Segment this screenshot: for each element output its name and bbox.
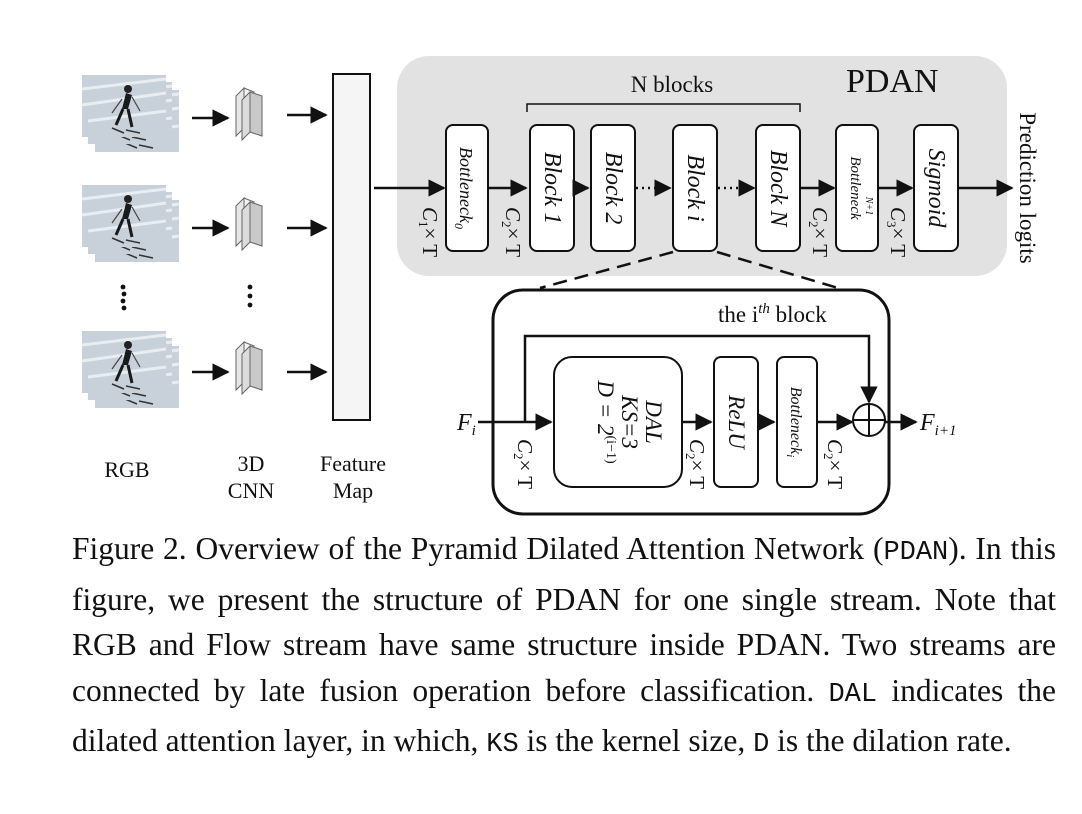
svg-text:Block 2: Block 2 xyxy=(600,152,626,225)
n-blocks-bracket xyxy=(526,103,801,112)
sum-node-icon xyxy=(852,403,886,437)
cnn-to-feature-arrows xyxy=(287,106,328,381)
svg-text:C2× T: C2× T xyxy=(806,207,832,257)
vertical-ellipsis-cnn xyxy=(247,284,253,308)
frame-to-cnn-arrows xyxy=(192,109,230,381)
svg-text:C2× T: C2× T xyxy=(499,207,525,257)
sigmoid-block: Sigmoid xyxy=(913,124,959,252)
skip-connection xyxy=(523,334,878,422)
svg-text:Bottleneck0: Bottleneck0 xyxy=(452,147,476,229)
svg-text:Sigmoid: Sigmoid xyxy=(923,149,949,229)
dim-c2-label: C2× T xyxy=(499,207,525,257)
rgb-frame-stack-2 xyxy=(80,183,181,264)
dal-layer: DAL KS=3 D = 2(i−1) xyxy=(553,356,683,488)
cnn-cube-icon xyxy=(235,341,263,395)
block-i: Block i xyxy=(672,124,718,252)
dim-c1-label: C1× T xyxy=(416,207,442,257)
cnn-label-line1: 3D xyxy=(238,451,265,476)
svg-text:C2× T: C2× T xyxy=(683,439,709,489)
svg-text:C1× T: C1× T xyxy=(416,207,442,257)
svg-text:Bottleneck: Bottleneck xyxy=(847,156,863,220)
rgb-frame-stack-3 xyxy=(80,329,181,410)
input-fi-label: Fi xyxy=(456,410,476,439)
zoom-dashed-lines xyxy=(539,250,839,290)
rgb-frame-stack-1 xyxy=(80,73,181,154)
prediction-logits-label: Prediction logits xyxy=(1015,112,1040,263)
svg-text:Block N: Block N xyxy=(765,150,791,229)
bottleneck-0-block: Bottleneck0 xyxy=(445,124,489,252)
n-blocks-label: N blocks xyxy=(631,72,713,97)
svg-text:N+1: N+1 xyxy=(863,196,874,215)
pdan-architecture-diagram: RGB 3D CNN Feature Map PDAN N blocks Bot… xyxy=(80,56,1040,516)
dim-c3-label: C3× T xyxy=(884,207,910,257)
relu-layer: ReLU xyxy=(713,356,759,488)
bottleneck-i-layer: Bottlenecki xyxy=(776,356,818,488)
svg-text:DAL: DAL xyxy=(641,399,666,443)
block-1: Block 1 xyxy=(529,124,575,252)
ith-block-title: the ith block xyxy=(718,301,827,327)
svg-text:D = 2(i−1): D = 2(i−1) xyxy=(593,379,618,464)
block-n: Block N xyxy=(755,124,801,252)
rgb-label: RGB xyxy=(104,457,149,482)
pdan-title: PDAN xyxy=(846,63,939,100)
cnn-cube-icon xyxy=(235,87,263,141)
vertical-ellipsis-frames xyxy=(120,284,127,311)
dim-c2-label: C2× T xyxy=(806,207,832,257)
cnn-cube-icon xyxy=(235,197,263,251)
feature-label-line1: Feature xyxy=(320,451,386,476)
cnn-label-line2: CNN xyxy=(228,478,275,503)
feature-map xyxy=(332,73,371,421)
detail-dim-label: C2× T xyxy=(683,439,709,489)
svg-text:C3× T: C3× T xyxy=(884,207,910,257)
svg-text:KS=3: KS=3 xyxy=(617,394,642,449)
bottleneck-n-plus-1-block: Bottleneck N+1 xyxy=(835,124,879,252)
block-2: Block 2 xyxy=(590,124,636,252)
detail-dim-label: C2× T xyxy=(821,439,847,489)
feature-label-line2: Map xyxy=(333,478,373,503)
svg-text:C2× T: C2× T xyxy=(821,439,847,489)
svg-text:ReLU: ReLU xyxy=(724,394,749,450)
svg-text:C2× T: C2× T xyxy=(511,439,537,489)
output-fi1-label: Fi+1 xyxy=(919,410,956,439)
detail-dim-label: C2× T xyxy=(511,439,537,489)
figure-caption: Figure 2. Overview of the Pyramid Dilate… xyxy=(72,531,1056,760)
svg-text:Block 1: Block 1 xyxy=(539,152,565,225)
svg-text:Block i: Block i xyxy=(682,154,708,221)
svg-text:Bottlenecki: Bottlenecki xyxy=(784,387,804,458)
